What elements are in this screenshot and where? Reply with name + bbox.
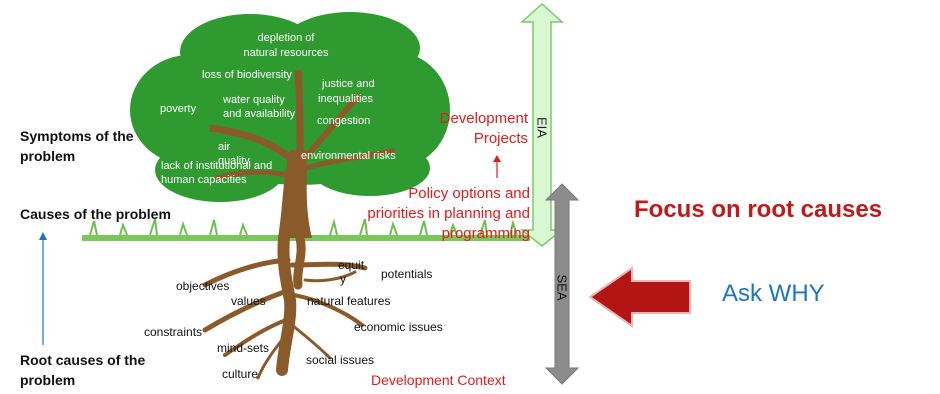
root-item-economic-issues: economic issues xyxy=(354,320,443,334)
dev-projects-line-1: Development xyxy=(439,110,528,127)
water-line-1: water quality xyxy=(223,94,285,106)
eia-label: EIA xyxy=(534,117,550,138)
justice-line-1: justice and xyxy=(322,78,375,90)
root-causes-label: Root causes of the problem xyxy=(20,350,145,390)
root-item-mindsets: mind-sets xyxy=(217,341,270,355)
canopy-item-air: air quality xyxy=(218,140,250,168)
canopy-item-congestion: congestion xyxy=(317,115,371,127)
root-item-social-issues: social issues xyxy=(306,353,375,367)
ask-why-label: Ask WHY xyxy=(722,280,825,307)
canopy-item-justice: justice and xyxy=(322,77,375,91)
canopy-item-water: water quality and availability xyxy=(223,93,295,121)
tree-roots xyxy=(202,232,368,380)
tree-canopy xyxy=(130,12,450,202)
symptoms-line-1: Symptoms of the xyxy=(20,128,134,144)
tree-trunk xyxy=(209,69,396,238)
lack-line-1: lack of institutional and xyxy=(161,160,273,172)
canopy-item-poverty: poverty xyxy=(160,103,197,115)
canopy-item-depletion-2: natural resources xyxy=(236,46,336,60)
equity-line-2: y xyxy=(340,272,346,286)
policy-line-1: Policy options and xyxy=(408,185,530,202)
canopy-item-depletion: depletion of xyxy=(251,31,321,45)
canopy-item-lack: lack of institutional and human capaciti… xyxy=(161,159,272,187)
air-line-2: quality xyxy=(218,155,250,167)
causes-label: Causes of the problem xyxy=(20,206,171,222)
small-up-arrow xyxy=(493,155,501,178)
equity-line-1: equit xyxy=(338,258,365,272)
symptoms-line-2: problem xyxy=(20,148,76,164)
sea-arrow xyxy=(544,183,580,385)
dev-projects-line-2: Projects xyxy=(473,130,528,147)
lack-line-2: human capacities xyxy=(161,174,247,186)
policy-line-3: programming xyxy=(441,225,530,242)
root-item-objectives: objectives xyxy=(176,279,230,293)
canopy-item-env-risks: environmental risks xyxy=(301,150,396,162)
policy-line-2: priorities in planning and xyxy=(367,205,530,222)
eia-arrow xyxy=(519,2,565,247)
root-item-potentials: potentials xyxy=(381,267,433,281)
sea-label: SEA xyxy=(554,274,570,301)
root-item-natural-features: natural features xyxy=(307,294,391,308)
justice-line-2: inequalities xyxy=(318,93,374,105)
root-causes-line-1: Root causes of the xyxy=(20,352,146,368)
symptoms-label: Symptoms of the problem xyxy=(20,126,134,166)
root-item-constraints: constraints xyxy=(144,325,203,339)
canopy-item-biodiversity: loss of biodiversity xyxy=(202,69,292,81)
water-line-2: and availability xyxy=(223,108,296,120)
focus-root-causes-title: Focus on root causes xyxy=(634,196,883,223)
air-line-1: air xyxy=(218,141,231,153)
depletion-line-2: natural resources xyxy=(243,47,329,59)
root-item-values: values xyxy=(231,294,266,308)
development-context-label: Development Context xyxy=(371,372,506,388)
root-item-equity: equit y xyxy=(338,258,364,286)
left-up-arrow xyxy=(39,232,47,345)
policy-options-label: Policy options and priorities in plannin… xyxy=(332,184,530,244)
development-projects-label: Development Projects xyxy=(418,109,528,149)
canopy-item-justice-2: inequalities xyxy=(318,92,373,106)
root-item-culture: culture xyxy=(222,367,259,381)
depletion-line-1: depletion of xyxy=(257,32,315,44)
ask-why-arrow xyxy=(588,266,691,328)
root-causes-line-2: problem xyxy=(20,372,76,388)
